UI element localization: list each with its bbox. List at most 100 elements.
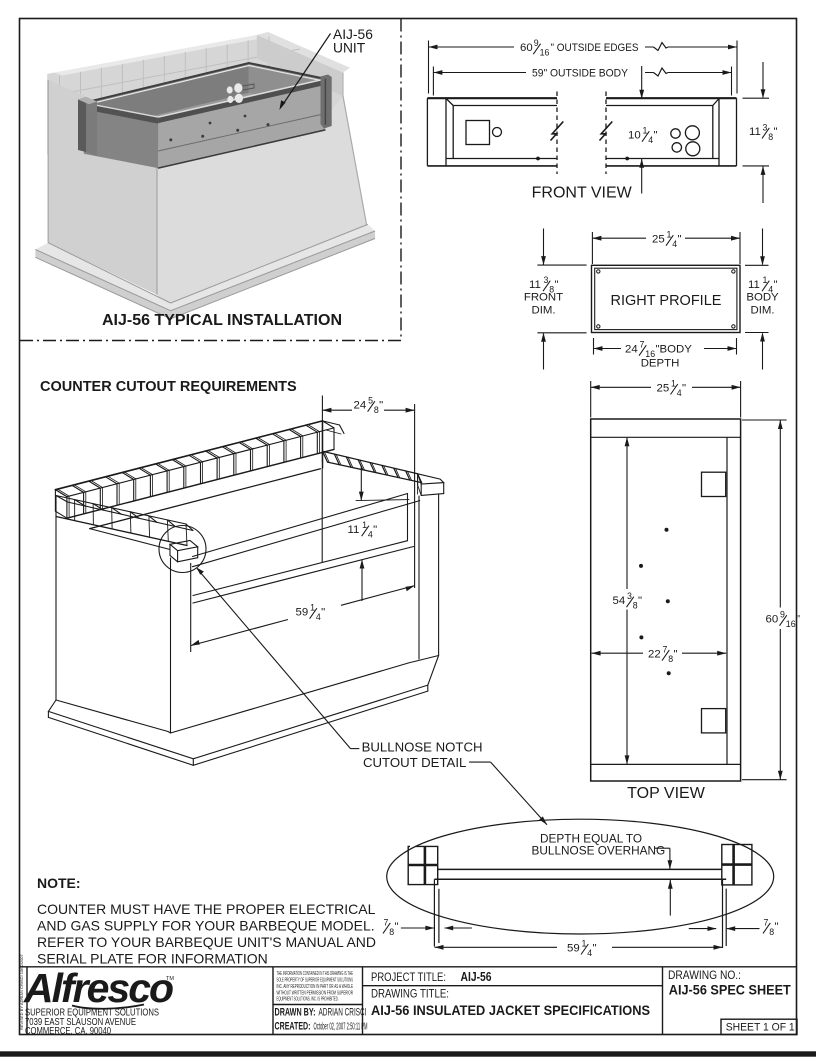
svg-text:3: 3 xyxy=(763,122,768,132)
svg-text:1: 1 xyxy=(667,230,672,240)
svg-text:1: 1 xyxy=(310,603,315,613)
svg-text:8: 8 xyxy=(633,601,638,611)
svg-text:AIJ-56 INSULATED JACKET SPECIF: AIJ-56 INSULATED JACKET SPECIFICATIONS xyxy=(371,1002,650,1018)
svg-text:11: 11 xyxy=(748,279,760,291)
svg-text:DRAWN BY:: DRAWN BY: xyxy=(275,1007,316,1019)
svg-text:THE INFORMATION CONTAINED IN T: THE INFORMATION CONTAINED IN THIS DRAWIN… xyxy=(277,971,354,977)
svg-text:": " xyxy=(682,382,686,394)
svg-text:DIM.: DIM. xyxy=(750,305,774,317)
svg-text:11: 11 xyxy=(529,279,541,291)
svg-text:8: 8 xyxy=(374,405,379,415)
svg-text:16: 16 xyxy=(645,349,655,359)
svg-text:PROJECT TITLE:: PROJECT TITLE: xyxy=(371,972,446,984)
svg-text:": " xyxy=(674,648,678,660)
svg-text:REVISED BY ADRIAN CRISCI 10/02: REVISED BY ADRIAN CRISCI 10/02/2007 xyxy=(19,953,24,1030)
svg-text:": " xyxy=(321,607,325,619)
svg-text:FRONT VIEW: FRONT VIEW xyxy=(532,185,633,202)
svg-text:3: 3 xyxy=(544,275,549,285)
svg-text:AND GAS SUPPLY FOR YOUR BARBEQ: AND GAS SUPPLY FOR YOUR BARBEQUE MODEL. xyxy=(37,918,375,934)
svg-text:4: 4 xyxy=(677,388,682,398)
svg-text:7: 7 xyxy=(640,340,645,350)
svg-text:": " xyxy=(774,279,778,291)
svg-text:DIM.: DIM. xyxy=(531,305,555,317)
svg-text:REFER TO YOUR BARBEQUE UNIT'S: REFER TO YOUR BARBEQUE UNIT'S MANUAL AND xyxy=(37,934,376,950)
svg-text:5: 5 xyxy=(368,396,373,406)
svg-text:" OUTSIDE EDGES: " OUTSIDE EDGES xyxy=(551,42,639,54)
svg-text:COUNTER CUTOUT REQUIREMENTS: COUNTER CUTOUT REQUIREMENTS xyxy=(40,379,297,395)
svg-text:8: 8 xyxy=(668,654,673,664)
svg-text:7: 7 xyxy=(764,917,769,927)
svg-text:": " xyxy=(593,942,597,954)
svg-text:AIJ-56: AIJ-56 xyxy=(333,27,373,42)
svg-text:": " xyxy=(373,524,377,536)
svg-text:1: 1 xyxy=(643,126,648,136)
svg-text:DEPTH EQUAL TO: DEPTH EQUAL TO xyxy=(540,831,642,845)
svg-text:24: 24 xyxy=(354,400,367,412)
svg-text:16: 16 xyxy=(786,619,796,629)
svg-text:BULLNOSE NOTCH: BULLNOSE NOTCH xyxy=(362,740,483,755)
svg-text:8: 8 xyxy=(389,927,394,937)
svg-text:": " xyxy=(638,595,642,607)
svg-text:4: 4 xyxy=(648,135,653,145)
svg-text:7: 7 xyxy=(384,917,389,927)
svg-text:9: 9 xyxy=(780,610,785,620)
svg-text:DRAWING TITLE:: DRAWING TITLE: xyxy=(371,989,449,1001)
svg-text:": " xyxy=(678,234,682,246)
svg-text:59: 59 xyxy=(567,942,580,954)
svg-text:1: 1 xyxy=(671,379,676,389)
svg-text:11: 11 xyxy=(749,126,761,138)
svg-text:10: 10 xyxy=(628,130,641,142)
svg-text:8: 8 xyxy=(768,132,773,142)
svg-text:TOP VIEW: TOP VIEW xyxy=(627,785,706,802)
svg-text:54: 54 xyxy=(613,595,626,607)
svg-text:59" OUTSIDE BODY: 59" OUTSIDE BODY xyxy=(532,68,628,80)
svg-text:4: 4 xyxy=(672,239,677,249)
svg-text:11: 11 xyxy=(348,524,360,536)
svg-text:": " xyxy=(774,126,778,138)
svg-text:": " xyxy=(654,130,658,142)
svg-text:DEPTH: DEPTH xyxy=(641,358,680,370)
svg-text:1: 1 xyxy=(763,275,768,285)
svg-text:": " xyxy=(775,921,779,933)
svg-text:59: 59 xyxy=(296,607,309,619)
svg-text:60: 60 xyxy=(766,614,779,626)
svg-text:": " xyxy=(555,279,559,291)
svg-text:60: 60 xyxy=(520,42,533,54)
svg-text:8: 8 xyxy=(769,927,774,937)
svg-text:": " xyxy=(379,400,383,412)
svg-text:October 02, 2007 2:50:11 PM: October 02, 2007 2:50:11 PM xyxy=(314,1020,368,1032)
svg-text:25: 25 xyxy=(657,382,670,394)
svg-text:TM: TM xyxy=(166,976,174,982)
svg-text:AIJ-56: AIJ-56 xyxy=(461,970,492,984)
svg-text:INC. ANY REPRODUCTION IN P: INC. ANY REPRODUCTION IN PART OR AS A WH… xyxy=(277,984,354,990)
svg-text:1: 1 xyxy=(582,939,587,949)
svg-text:FRONT: FRONT xyxy=(524,292,563,304)
svg-text:24: 24 xyxy=(625,344,638,356)
svg-text:4: 4 xyxy=(768,285,773,295)
svg-text:WITHOUT WRITTEN PERMISSION: WITHOUT WRITTEN PERMISSION FROM SUPERIOR xyxy=(277,990,354,996)
svg-text:NOTE:: NOTE: xyxy=(37,875,81,891)
svg-text:COUNTER MUST HAVE THE PROPER E: COUNTER MUST HAVE THE PROPER ELECTRICAL xyxy=(37,901,376,917)
svg-text:SHEET 1 OF 1: SHEET 1 OF 1 xyxy=(726,1022,795,1034)
svg-text:": " xyxy=(395,921,399,933)
svg-text:": " xyxy=(796,614,800,626)
svg-text:8: 8 xyxy=(549,285,554,295)
svg-text:COMMERCE, CA. 90040: COMMERCE, CA. 90040 xyxy=(25,1026,111,1037)
svg-text:22: 22 xyxy=(648,648,661,660)
svg-text:9: 9 xyxy=(534,38,539,48)
svg-text:1: 1 xyxy=(362,520,367,530)
svg-text:7039 EAST SLAUSON AVENUE: 7039 EAST SLAUSON AVENUE xyxy=(25,1017,136,1028)
svg-text:3: 3 xyxy=(627,591,632,601)
svg-text:7: 7 xyxy=(663,645,668,655)
svg-text:SOLE PROPERTY OF SUPERIOR EQUI: SOLE PROPERTY OF SUPERIOR EQUIPMENT SOLU… xyxy=(277,977,354,983)
svg-text:CREATED:: CREATED: xyxy=(275,1020,311,1032)
svg-text:4: 4 xyxy=(316,612,321,622)
svg-text:BULLNOSE OVERHANG: BULLNOSE OVERHANG xyxy=(532,843,666,857)
svg-text:RIGHT PROFILE: RIGHT PROFILE xyxy=(611,293,722,309)
svg-text:4: 4 xyxy=(368,530,373,540)
svg-text:"BODY: "BODY xyxy=(656,344,693,356)
svg-text:ADRIAN CRISCI: ADRIAN CRISCI xyxy=(319,1007,367,1019)
svg-text:DRAWING NO.:: DRAWING NO.: xyxy=(668,970,741,982)
svg-text:SERIAL PLATE FOR INFORMATION: SERIAL PLATE FOR INFORMATION xyxy=(37,951,268,967)
svg-text:UNIT: UNIT xyxy=(333,41,366,56)
